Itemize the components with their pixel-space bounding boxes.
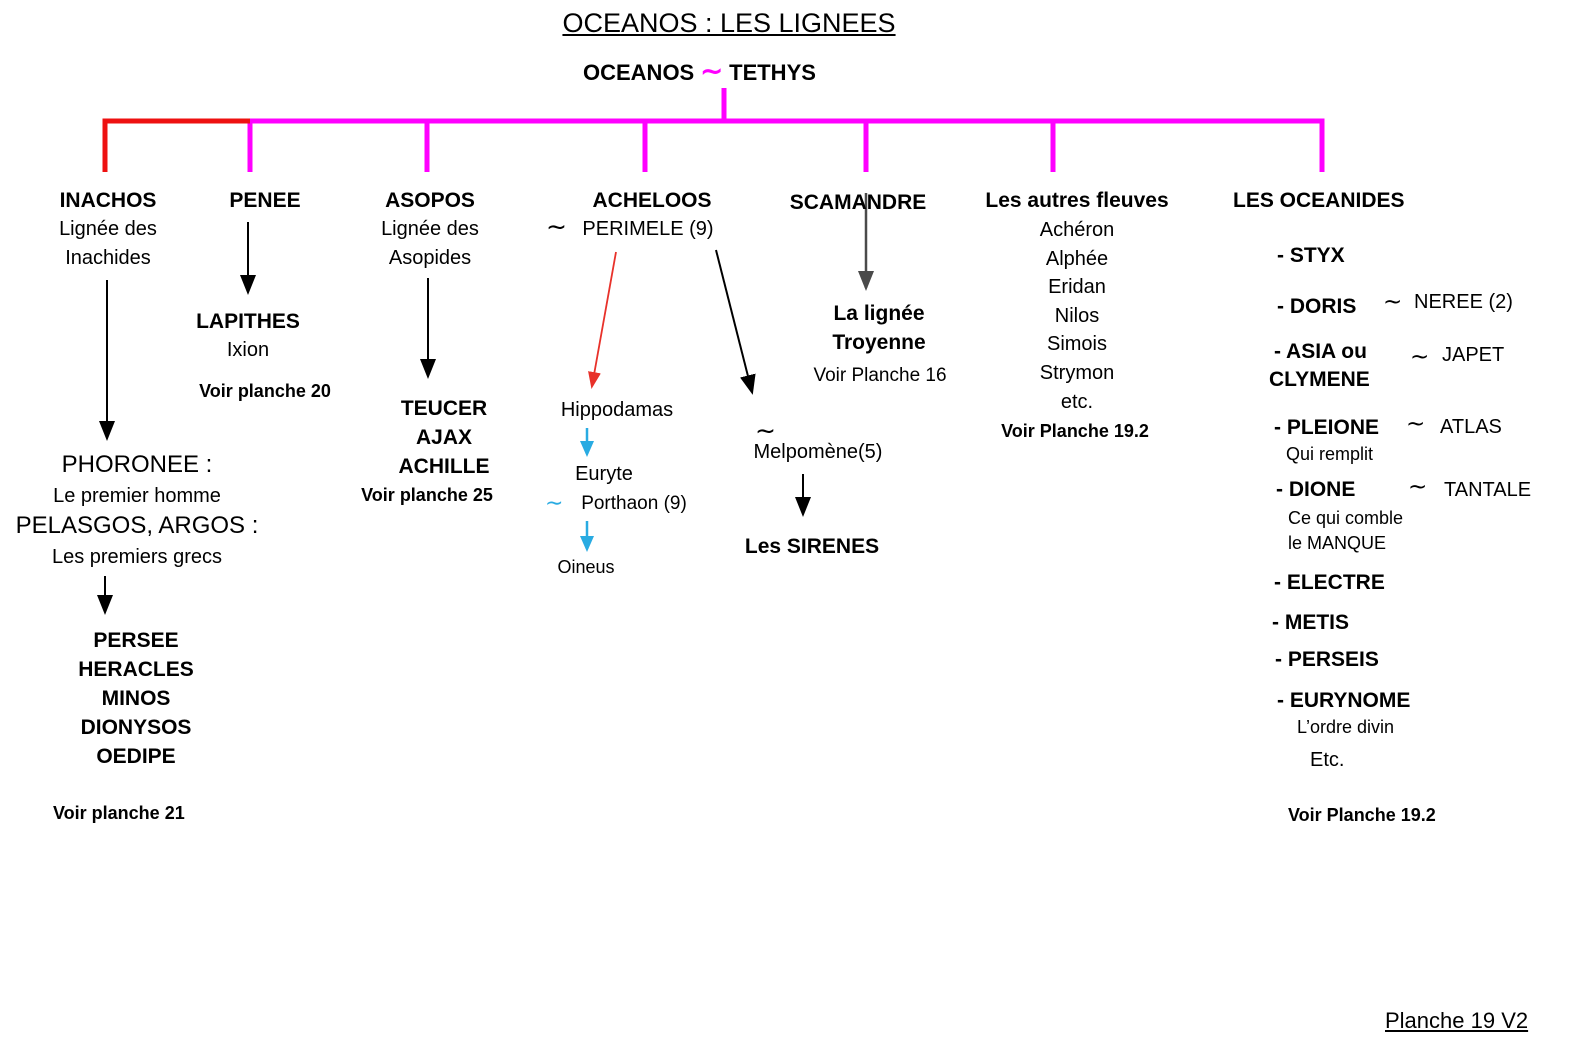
eurynome-sub: L’ordre divin bbox=[1297, 717, 1395, 737]
family-bar-magenta bbox=[250, 118, 1325, 172]
page-title: OCEANOS : LES LIGNEES bbox=[562, 8, 896, 38]
euryte: Euryte bbox=[575, 463, 633, 485]
pleione-tilde-icon: ∼ bbox=[1406, 410, 1426, 436]
dione-sub2: le MANQUE bbox=[1288, 533, 1387, 553]
fleuves-note: Voir Planche 19.2 bbox=[1001, 421, 1149, 441]
hero-oedipe: OEDIPE bbox=[96, 745, 176, 768]
oceanide-styx: - STYX bbox=[1277, 244, 1345, 267]
river-acheron: Achéron bbox=[1039, 219, 1115, 241]
phoronee-title: PHORONEE : bbox=[61, 451, 213, 478]
acheloos-tilde-icon: ∼ bbox=[546, 213, 567, 241]
melpomene: Melpomène(5) bbox=[753, 441, 883, 463]
lapithes: LAPITHES bbox=[196, 310, 300, 333]
dione-spouse: TANTALE bbox=[1444, 479, 1532, 501]
penee-note: Voir planche 20 bbox=[199, 381, 331, 401]
oceanide-eurynome: - EURYNOME bbox=[1277, 689, 1411, 712]
penee-title: PENEE bbox=[229, 189, 301, 212]
pelasgos-sub: Les premiers grecs bbox=[51, 546, 223, 568]
hero-heracles: HERACLES bbox=[78, 658, 194, 681]
asia-spouse: JAPET bbox=[1442, 344, 1505, 366]
pleione-spouse: ATLAS bbox=[1440, 416, 1502, 438]
pleione-sub: Qui remplit bbox=[1286, 444, 1374, 464]
fleuves-list: Achéron Alphée Eridan Nilos Simois Strym… bbox=[1040, 216, 1115, 416]
asopos-header: ASOPOS Lignée des Asopides bbox=[381, 186, 479, 273]
river-strymon: Strymon bbox=[1039, 361, 1115, 384]
asia-tilde-icon: ∼ bbox=[1410, 343, 1430, 369]
hero-ajax: AJAX bbox=[415, 426, 473, 449]
oceanide-metis: - METIS bbox=[1272, 611, 1349, 634]
oceanide-pleione: - PLEIONE bbox=[1274, 416, 1380, 439]
dione-sub1: Ce qui comble bbox=[1288, 508, 1404, 528]
oceanides-title: LES OCEANIDES bbox=[1233, 189, 1405, 212]
arrow-perimele-hippodamas bbox=[588, 251, 617, 389]
porthaon-tilde-icon: ∼ bbox=[545, 490, 564, 515]
asopos-heroes: TEUCER AJAX ACHILLE bbox=[399, 394, 490, 481]
dione-tilde-icon: ∼ bbox=[1408, 473, 1428, 499]
ixion: Ixion bbox=[226, 339, 270, 361]
hero-persee: PERSEE bbox=[93, 629, 179, 652]
perimele: PERIMELE (9) bbox=[582, 218, 714, 240]
scamandre-note: Voir Planche 16 bbox=[813, 365, 947, 386]
phoronee-sub: Le premier homme bbox=[53, 485, 221, 507]
river-alphee: Alphée bbox=[1045, 247, 1109, 270]
hero-minos: MINOS bbox=[101, 687, 171, 710]
hero-dionysos: DIONYSOS bbox=[80, 716, 192, 739]
doris-tilde-icon: ∼ bbox=[1383, 288, 1403, 314]
asopos-sub2: Asopides bbox=[388, 247, 472, 269]
pelasgos-title: PELASGOS, ARGOS : bbox=[15, 512, 259, 539]
couple-tethys: TETHYS bbox=[729, 60, 816, 85]
scamandre-lineage: La lignée Troyenne bbox=[832, 299, 925, 357]
asopos-note: Voir planche 25 bbox=[361, 485, 493, 505]
oceanide-perseis: - PERSEIS bbox=[1275, 648, 1379, 671]
hero-teucer: TEUCER bbox=[400, 397, 488, 420]
river-etc: etc. bbox=[1060, 390, 1094, 413]
arrow-perimele-melpomene bbox=[715, 249, 756, 395]
couple-tilde-icon: ∼ bbox=[700, 56, 723, 86]
oceanide-asia: - ASIA ou bbox=[1274, 340, 1367, 363]
hippodamas: Hippodamas bbox=[560, 399, 674, 421]
inachos-sub1: Lignée des bbox=[59, 218, 157, 240]
couple-row: OCEANOS ∼ TETHYS bbox=[583, 56, 816, 87]
melpomene-tilde-icon: ∼ bbox=[755, 417, 776, 445]
oceanides-note: Voir Planche 19.2 bbox=[1288, 805, 1436, 825]
asopos-sub1: Lignée des bbox=[381, 218, 479, 240]
penee-children: LAPITHES Ixion bbox=[196, 307, 300, 365]
couple-oceanos: OCEANOS bbox=[583, 60, 695, 85]
hero-achille: ACHILLE bbox=[398, 455, 490, 478]
porthaon: Porthaon (9) bbox=[581, 493, 687, 514]
inachos-note: Voir planche 21 bbox=[53, 803, 185, 823]
fleuves-title: Les autres fleuves bbox=[985, 189, 1169, 212]
river-eridan: Eridan bbox=[1048, 276, 1106, 299]
sirenes: Les SIRENES bbox=[744, 535, 880, 558]
river-nilos: Nilos bbox=[1054, 304, 1100, 327]
phoronee-block: PHORONEE : Le premier homme PELASGOS, AR… bbox=[16, 451, 259, 569]
asopos-title: ASOPOS bbox=[385, 189, 475, 212]
oceanide-doris: - DORIS bbox=[1277, 295, 1357, 318]
lineage-line2: Troyenne bbox=[832, 331, 926, 354]
oceanides-etc: Etc. bbox=[1310, 749, 1345, 771]
family-bar-red bbox=[102, 118, 250, 172]
oceanide-electre: - ELECTRE bbox=[1274, 571, 1385, 594]
oineus: Oineus bbox=[557, 557, 615, 577]
inachos-sub2: Inachides bbox=[65, 247, 151, 269]
plate-number: Planche 19 V2 bbox=[1385, 1008, 1529, 1033]
river-simois: Simois bbox=[1046, 333, 1107, 356]
oceanide-dione: - DIONE bbox=[1276, 478, 1356, 501]
acheloos-title: ACHELOOS bbox=[592, 189, 712, 212]
inachos-header: INACHOS Lignée des Inachides bbox=[59, 186, 157, 273]
doris-spouse: NEREE (2) bbox=[1414, 291, 1513, 313]
inachos-heroes: PERSEE HERACLES MINOS DIONYSOS OEDIPE bbox=[78, 626, 194, 771]
scamandre-title: SCAMANDRE bbox=[789, 191, 927, 214]
inachos-title: INACHOS bbox=[59, 189, 157, 212]
oceanide-clymene: CLYMENE bbox=[1269, 368, 1370, 391]
lineage-line1: La lignée bbox=[833, 302, 925, 325]
